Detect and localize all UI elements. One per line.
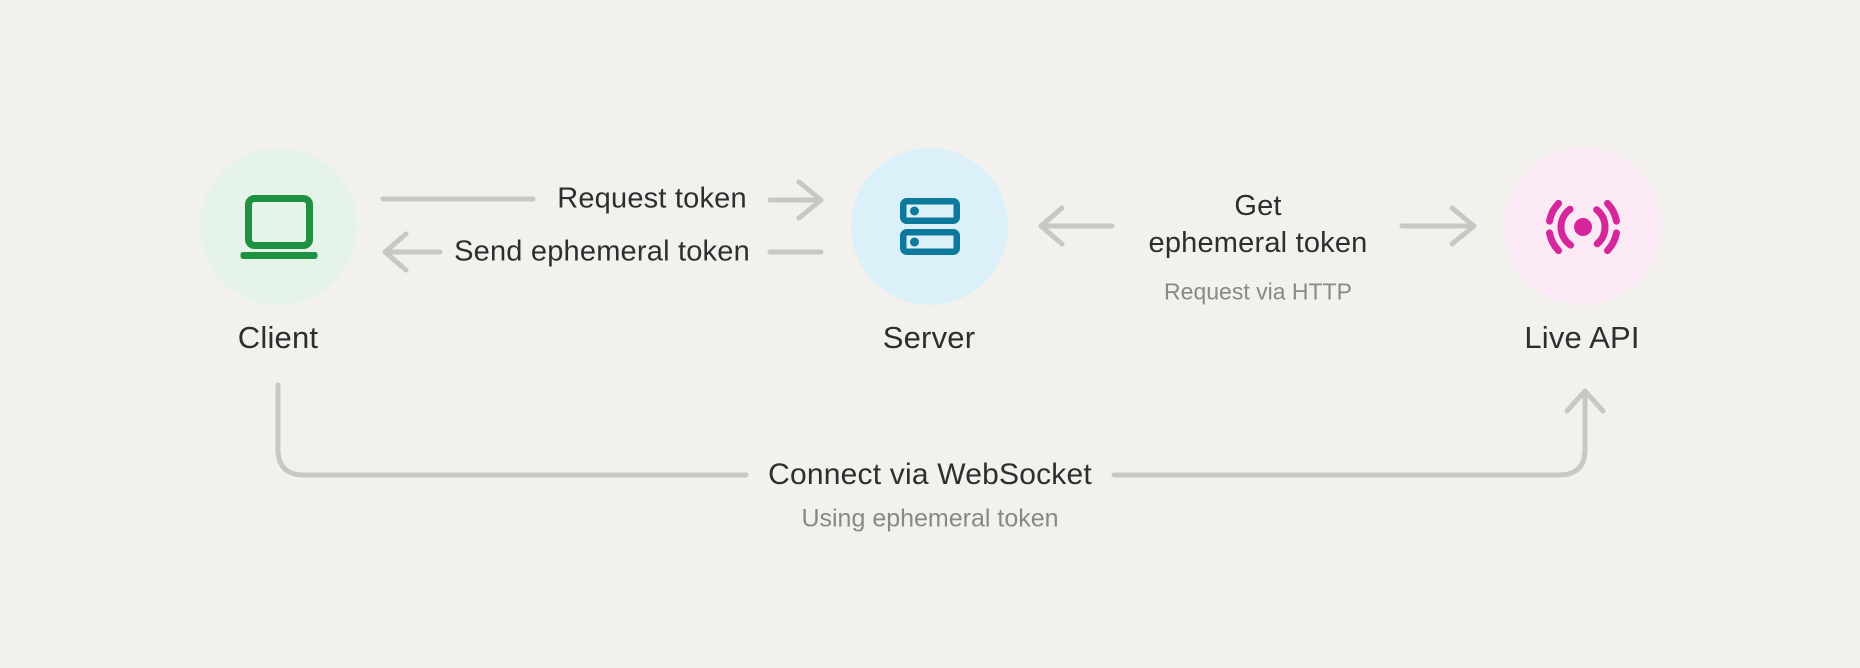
laptop-icon: [240, 194, 317, 259]
live-api-node-label: Live API: [1524, 320, 1640, 355]
request-token-arrowhead: [796, 179, 824, 221]
edge-sublabel-request-via-http: Request via HTTP: [1164, 278, 1352, 305]
client-node-label: Client: [237, 320, 319, 355]
get-token-left-arrowhead: [1038, 205, 1065, 247]
live-api-node-circle: [1504, 148, 1661, 305]
edge-label-get-ephemeral-token-line2: ephemeral token: [1148, 227, 1368, 259]
server-node-circle: [851, 148, 1008, 305]
edge-label-get-ephemeral-token: Get ephemeral token: [1148, 188, 1367, 262]
websocket-path-left: [275, 382, 749, 478]
edge-label-get-ephemeral-token-line1: Get: [1234, 190, 1282, 222]
edge-label-request-token: Request token: [557, 182, 747, 215]
broadcast-icon: [1545, 198, 1620, 255]
edge-sublabel-using-ephemeral-token: Using ephemeral token: [801, 504, 1059, 533]
client-node-circle: [200, 148, 357, 305]
send-token-arrowhead: [382, 231, 409, 273]
websocket-arrowhead: [1564, 388, 1606, 414]
websocket-path-right: [1111, 391, 1588, 478]
server-node-label: Server: [882, 320, 976, 355]
edge-label-send-ephemeral-token: Send ephemeral token: [454, 235, 750, 268]
server-icon: [899, 198, 960, 255]
edge-label-connect-websocket: Connect via WebSocket: [768, 458, 1092, 491]
get-token-right-arrowhead: [1449, 205, 1477, 247]
